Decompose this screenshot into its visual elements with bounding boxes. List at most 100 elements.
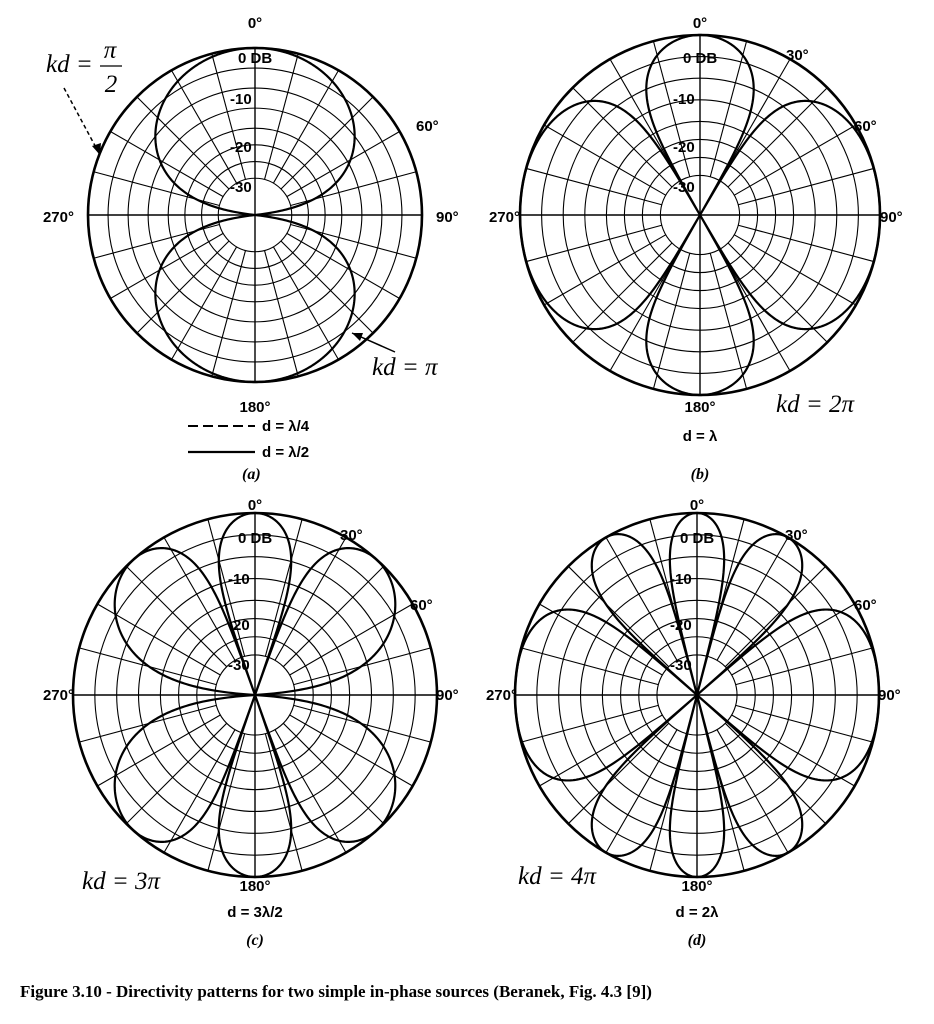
- db-label-0: 0 DB: [683, 50, 717, 67]
- grid-spoke: [521, 704, 659, 743]
- db-label-10: -10: [228, 571, 250, 588]
- grid-spoke: [727, 87, 828, 188]
- grid-spoke: [280, 240, 374, 334]
- grid-spoke: [735, 704, 873, 743]
- arrow-head: [352, 333, 363, 341]
- grid-spoke: [716, 537, 789, 661]
- grid-spoke: [605, 729, 678, 853]
- grid-spoke: [605, 537, 678, 661]
- angle-label-0: 0°: [690, 497, 704, 514]
- grid-spoke: [738, 167, 875, 206]
- figure-caption: Figure 3.10 - Directivity patterns for t…: [20, 982, 652, 1001]
- legend-label-solid: d = λ/2: [262, 444, 309, 461]
- panel-label-b: (b): [691, 466, 710, 483]
- grid-spoke: [280, 96, 374, 190]
- polar-panel-a: 0° 60° 90° 270° 180° 0 DB -10 -20 -30 kd…: [43, 15, 459, 483]
- directivity-pattern-dashed: [87, 47, 423, 383]
- d-label: d = λ: [683, 428, 718, 445]
- polar-panel-d: 0° 30° 60° 90° 270° 180° 0 DB -10 -20 -3…: [486, 497, 901, 949]
- polar-grid: [86, 46, 424, 384]
- grid-spoke: [274, 537, 347, 661]
- angle-label-180: 180°: [239, 399, 270, 416]
- grid-spoke: [572, 87, 673, 188]
- grid-spoke: [207, 519, 246, 657]
- arrow-head: [92, 143, 101, 155]
- angle-label-180: 180°: [684, 399, 715, 416]
- panel-label-c: (c): [246, 932, 264, 949]
- grid-spoke: [734, 234, 857, 306]
- db-label-20: -20: [230, 139, 252, 156]
- grid-spoke: [738, 224, 875, 263]
- grid-spoke: [525, 167, 662, 206]
- grid-spoke: [264, 519, 303, 657]
- grid-spoke: [289, 714, 413, 787]
- polar-panel-c: 0° 30° 60° 90° 270° 180° 0 DB -10 -20 -3…: [43, 497, 459, 949]
- db-label-20: -20: [673, 139, 695, 156]
- angle-label-270: 270°: [43, 687, 74, 704]
- grid-spoke: [735, 647, 873, 686]
- angle-label-270: 270°: [43, 209, 74, 226]
- grid-spoke: [289, 603, 413, 676]
- panel-label-a: (a): [242, 466, 261, 483]
- grid-spoke: [286, 232, 400, 299]
- grid-spoke: [525, 224, 662, 263]
- db-label-10: -10: [670, 571, 692, 588]
- db-label-20: -20: [670, 617, 692, 634]
- angle-label-270: 270°: [489, 209, 520, 226]
- kd-fraction-text: kd =: [46, 51, 93, 78]
- angle-label-270: 270°: [486, 687, 517, 704]
- angle-label-90: 90°: [436, 687, 459, 704]
- grid-spoke: [543, 124, 666, 196]
- legend-label-dashed: d = λ/4: [262, 418, 310, 435]
- grid-spoke: [731, 603, 855, 676]
- grid-spoke: [274, 729, 347, 853]
- grid-spoke: [727, 242, 828, 343]
- grid-spoke: [734, 124, 857, 196]
- grid-spoke: [719, 249, 791, 372]
- db-label-0: 0 DB: [238, 50, 272, 67]
- angle-label-0: 0°: [248, 15, 262, 32]
- grid-spoke: [609, 58, 681, 181]
- grid-spoke: [211, 53, 247, 180]
- grid-spoke: [572, 242, 673, 343]
- grid-spoke: [125, 565, 228, 668]
- grid-spoke: [282, 722, 385, 825]
- grid-spoke: [272, 246, 339, 360]
- kd-label: kd = 3π: [82, 868, 161, 895]
- grid-spoke: [110, 232, 224, 299]
- db-label-10: -10: [230, 91, 252, 108]
- grid-spoke: [136, 240, 230, 334]
- d-label: d = 3λ/2: [227, 904, 282, 921]
- grid-spoke: [282, 565, 385, 668]
- d-label: d = 2λ: [676, 904, 720, 921]
- grid-spoke: [709, 253, 748, 390]
- angle-label-90: 90°: [880, 209, 903, 226]
- grid-spoke: [716, 729, 789, 853]
- panel-label-d: (d): [688, 932, 707, 949]
- db-label-10: -10: [673, 91, 695, 108]
- grid-spoke: [724, 565, 827, 668]
- angle-label-90: 90°: [436, 209, 459, 226]
- grid-spoke: [709, 40, 748, 177]
- kd-label: kd = 4π: [518, 863, 597, 890]
- fraction-numerator: π: [104, 37, 118, 64]
- grid-spoke: [97, 714, 221, 787]
- grid-spoke: [163, 729, 236, 853]
- angle-label-90: 90°: [878, 687, 901, 704]
- angle-label-30: 30°: [340, 527, 363, 544]
- angle-label-60: 60°: [416, 118, 439, 135]
- db-label-30: -30: [230, 179, 252, 196]
- grid-spoke: [97, 603, 221, 676]
- grid-spoke: [207, 733, 246, 871]
- grid-spoke: [719, 58, 791, 181]
- angle-label-60: 60°: [854, 118, 877, 135]
- grid-spoke: [652, 253, 691, 390]
- grid-spoke: [263, 250, 299, 377]
- kd-label: kd = 2π: [776, 391, 855, 418]
- grid-spoke: [171, 70, 238, 184]
- grid-spoke: [163, 537, 236, 661]
- annotation-kd-pi: kd = π: [372, 354, 439, 381]
- angle-label-30: 30°: [786, 47, 809, 64]
- grid-spoke: [263, 53, 299, 180]
